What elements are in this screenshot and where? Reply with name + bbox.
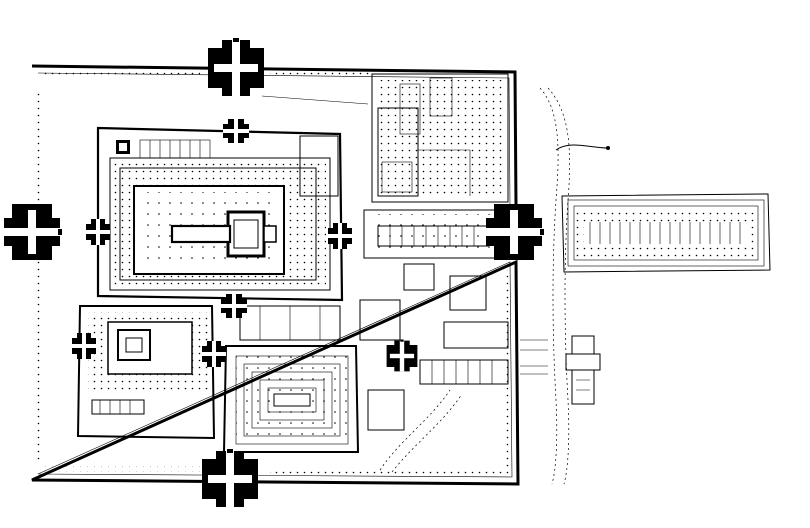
gate-north-icon: [208, 38, 264, 96]
southeast-shrine: [565, 335, 601, 405]
gate-inner-west-icon: [86, 219, 110, 245]
south-stepped-court: [222, 345, 360, 453]
gate-south-icon: [202, 449, 258, 507]
lower-west-court: [76, 305, 216, 440]
roads: [261, 87, 610, 485]
gate-central-east-icon: [386, 339, 418, 372]
east-buildings: [239, 209, 509, 431]
gate-west-icon: [4, 204, 62, 260]
gate-east-icon: [486, 204, 544, 260]
gate-inner-north-icon: [223, 119, 249, 143]
gate-inner-east-icon: [328, 223, 352, 249]
northeast-court: [371, 73, 509, 203]
inner-enclosure: [96, 126, 344, 302]
east-colonnade-hall: [561, 193, 771, 273]
